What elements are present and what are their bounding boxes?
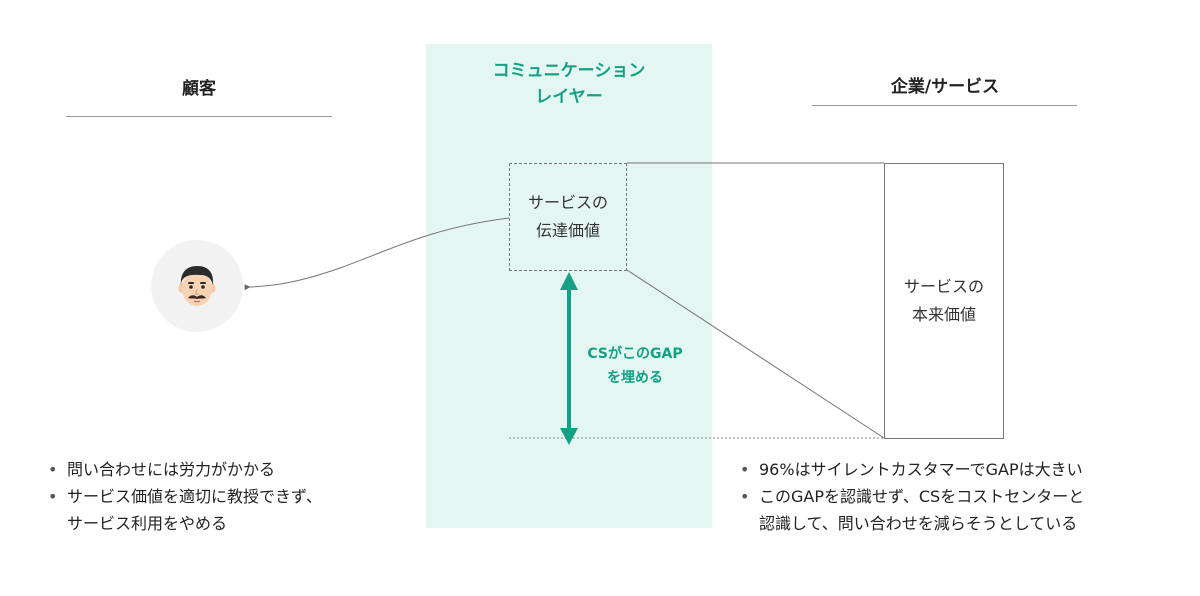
gap-label-line2: を埋める — [607, 370, 663, 386]
intrinsic-value-line2: 本来価値 — [911, 305, 976, 324]
delivered-value-line2: 伝達価値 — [535, 221, 600, 240]
company-heading-divider — [812, 105, 1077, 106]
customer-heading-divider — [66, 116, 332, 117]
customer-notes: • 問い合わせには労力がかかる • サービス価値を適切に教授できず、 サービス利用を… — [44, 456, 414, 537]
bullet-icon: • — [48, 487, 58, 506]
communication-layer-title-line2: レイヤー — [535, 87, 603, 107]
bottom-perspective-line — [626, 269, 885, 439]
company-notes: • 96%はサイレントカスタマーでGAPは大きい • このGAPを認識せず、CSをコ… — [736, 456, 1156, 537]
gap-label-line1: CSがこのGAP — [587, 346, 683, 362]
delivery-arrow-to-customer — [244, 217, 510, 291]
bullet-icon: • — [48, 460, 58, 479]
list-item: • このGAPを認識せず、CSをコストセンターと 認識して、問い合わせを減らそうと… — [736, 483, 1156, 537]
gap-double-arrow — [560, 272, 578, 445]
bullet-icon: • — [740, 460, 750, 479]
company-heading: 企業/サービス — [890, 77, 1000, 97]
communication-layer-title: コミュニケーション レイヤー — [426, 58, 712, 110]
communication-layer-title-line1: コミュニケーション — [492, 61, 646, 81]
customer-note-text: サービス価値を適切に教授できず、 サービス利用をやめる — [67, 487, 322, 533]
delivered-value-line1: サービスの — [527, 193, 608, 212]
list-item: • サービス価値を適切に教授できず、 サービス利用をやめる — [44, 483, 414, 537]
intrinsic-value-box: サービスの 本来価値 — [884, 163, 1004, 439]
bullet-icon: • — [740, 487, 750, 506]
customer-heading: 顧客 — [182, 79, 216, 99]
man-with-mustache-face-icon — [178, 266, 216, 306]
list-item: • 96%はサイレントカスタマーでGAPは大きい — [736, 456, 1156, 483]
intrinsic-value-line1: サービスの — [903, 277, 984, 296]
company-note-text: 96%はサイレントカスタマーでGAPは大きい — [759, 460, 1083, 479]
customer-avatar — [151, 240, 243, 332]
customer-note-text: 問い合わせには労力がかかる — [67, 460, 276, 479]
company-note-text: このGAPを認識せず、CSをコストセンターと 認識して、問い合わせを減らそうとし… — [759, 487, 1085, 533]
gap-label: CSがこのGAP を埋める — [580, 342, 690, 390]
list-item: • 問い合わせには労力がかかる — [44, 456, 414, 483]
delivered-value-box: サービスの 伝達価値 — [509, 163, 627, 271]
